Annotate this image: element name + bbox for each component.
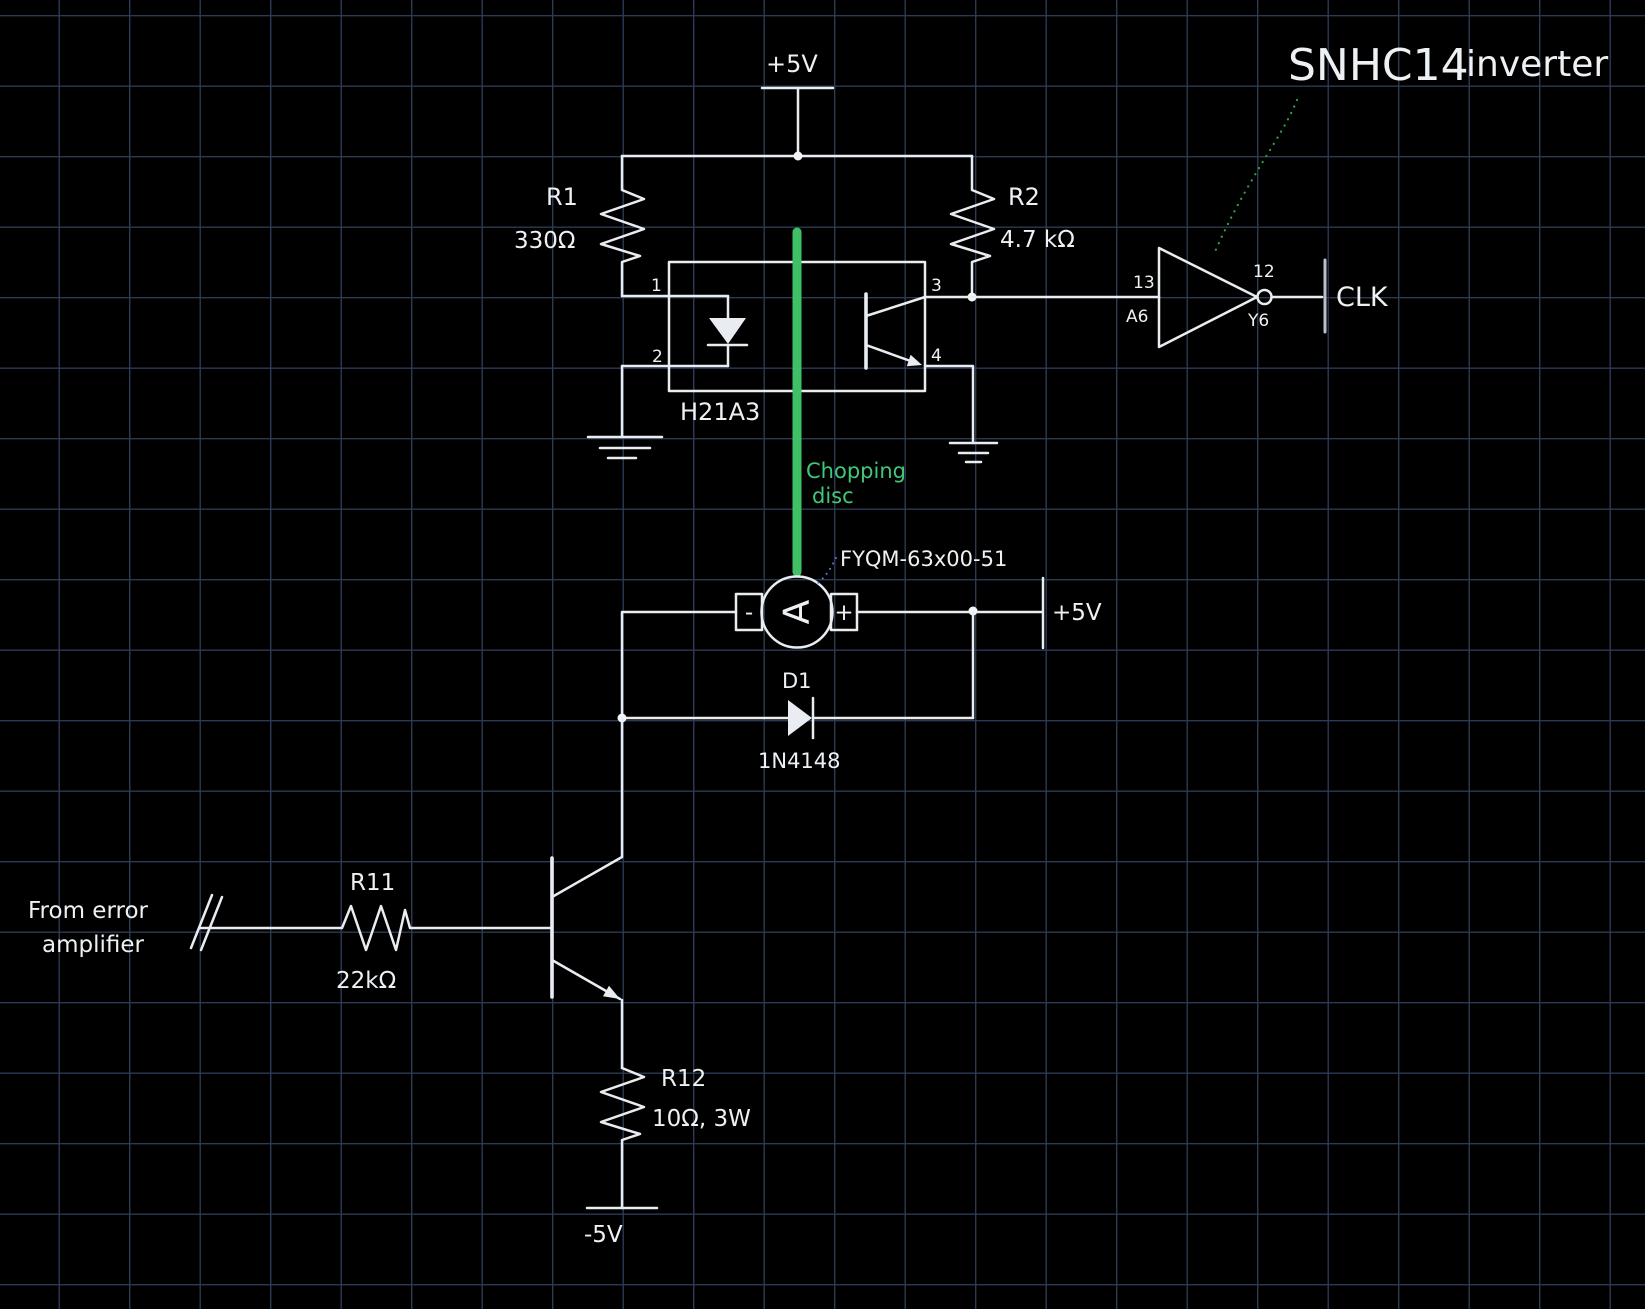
r1-resistor (599, 154, 646, 298)
d1-part-label: 1N4148 (758, 749, 841, 773)
opto-phototransistor-collector (864, 295, 927, 318)
opto-phototransistor-emitter (864, 343, 918, 365)
clk-net-label: CLK (1336, 282, 1389, 313)
title-part2-label: inverter (1466, 44, 1608, 85)
title-leader-dotted-line (1212, 98, 1299, 256)
opto-pin4-label: 4 (931, 346, 942, 366)
chopping-disc-label-line2: disc (812, 484, 854, 508)
r2-value-label: 4.7 kΩ (1000, 227, 1075, 253)
d1-ref-label: D1 (782, 669, 812, 693)
r11-ref-label: R11 (350, 870, 395, 896)
inverter-in-name-label: A6 (1126, 307, 1148, 327)
opto-pin1-label: 1 (651, 276, 662, 296)
r11-resistor (198, 904, 554, 952)
d1-triangle (788, 700, 812, 736)
inverter-triangle (1157, 246, 1259, 349)
motor-right-wire-vcc-bar (855, 576, 1045, 650)
source-label-line1: From error (28, 898, 149, 924)
r11-value-label: 22kΩ (336, 968, 396, 994)
motor-neg-label: - (745, 600, 753, 626)
r12-value-label: 10Ω, 3W (652, 1106, 751, 1132)
inverter-pin-out-label: 12 (1253, 262, 1275, 282)
transistor-collector (550, 716, 624, 899)
opto-pin2-label: 2 (652, 347, 663, 367)
r2-resistor (949, 154, 996, 299)
motor-meter-glyph: A (777, 599, 818, 624)
junction-dot (793, 151, 803, 161)
transistor-emitter-arrow (603, 985, 620, 999)
vcc-motor-label: +5V (1052, 600, 1102, 626)
r2-ref-label: R2 (1008, 183, 1040, 211)
opto-pin4-wire (923, 364, 975, 445)
motor-left-wire (620, 610, 738, 720)
motor-pos-label: + (834, 600, 853, 626)
vee-label: -5V (584, 1222, 623, 1248)
ground-symbol-left (586, 435, 664, 460)
chopping-disc-label-line1: Chopping (806, 459, 906, 483)
title-part1-label: SNHC14 (1288, 40, 1469, 91)
ground-symbol-right (948, 441, 999, 464)
source-label-line2: amplifier (42, 932, 145, 958)
opto-led-leads (706, 294, 749, 368)
wire-break-symbol (189, 893, 224, 952)
r1-ref-label: R1 (546, 183, 578, 211)
inverter-out-name-label: Y6 (1247, 311, 1269, 331)
opto-led-triangle (709, 318, 746, 344)
r12-resistor (599, 1066, 646, 1210)
motor-part-label: FYQM-63x00-51 (840, 547, 1007, 571)
r12-ref-label: R12 (661, 1066, 706, 1092)
inverter-pin-in-label: 13 (1133, 273, 1155, 293)
opto-pin3-label: 3 (931, 276, 942, 296)
optocoupler-part-label: H21A3 (680, 398, 760, 426)
vcc-top-symbol (760, 86, 835, 158)
r1-value-label: 330Ω (514, 228, 575, 254)
vcc-top-label: +5V (766, 50, 818, 78)
opto-emitter-arrow (906, 354, 922, 367)
